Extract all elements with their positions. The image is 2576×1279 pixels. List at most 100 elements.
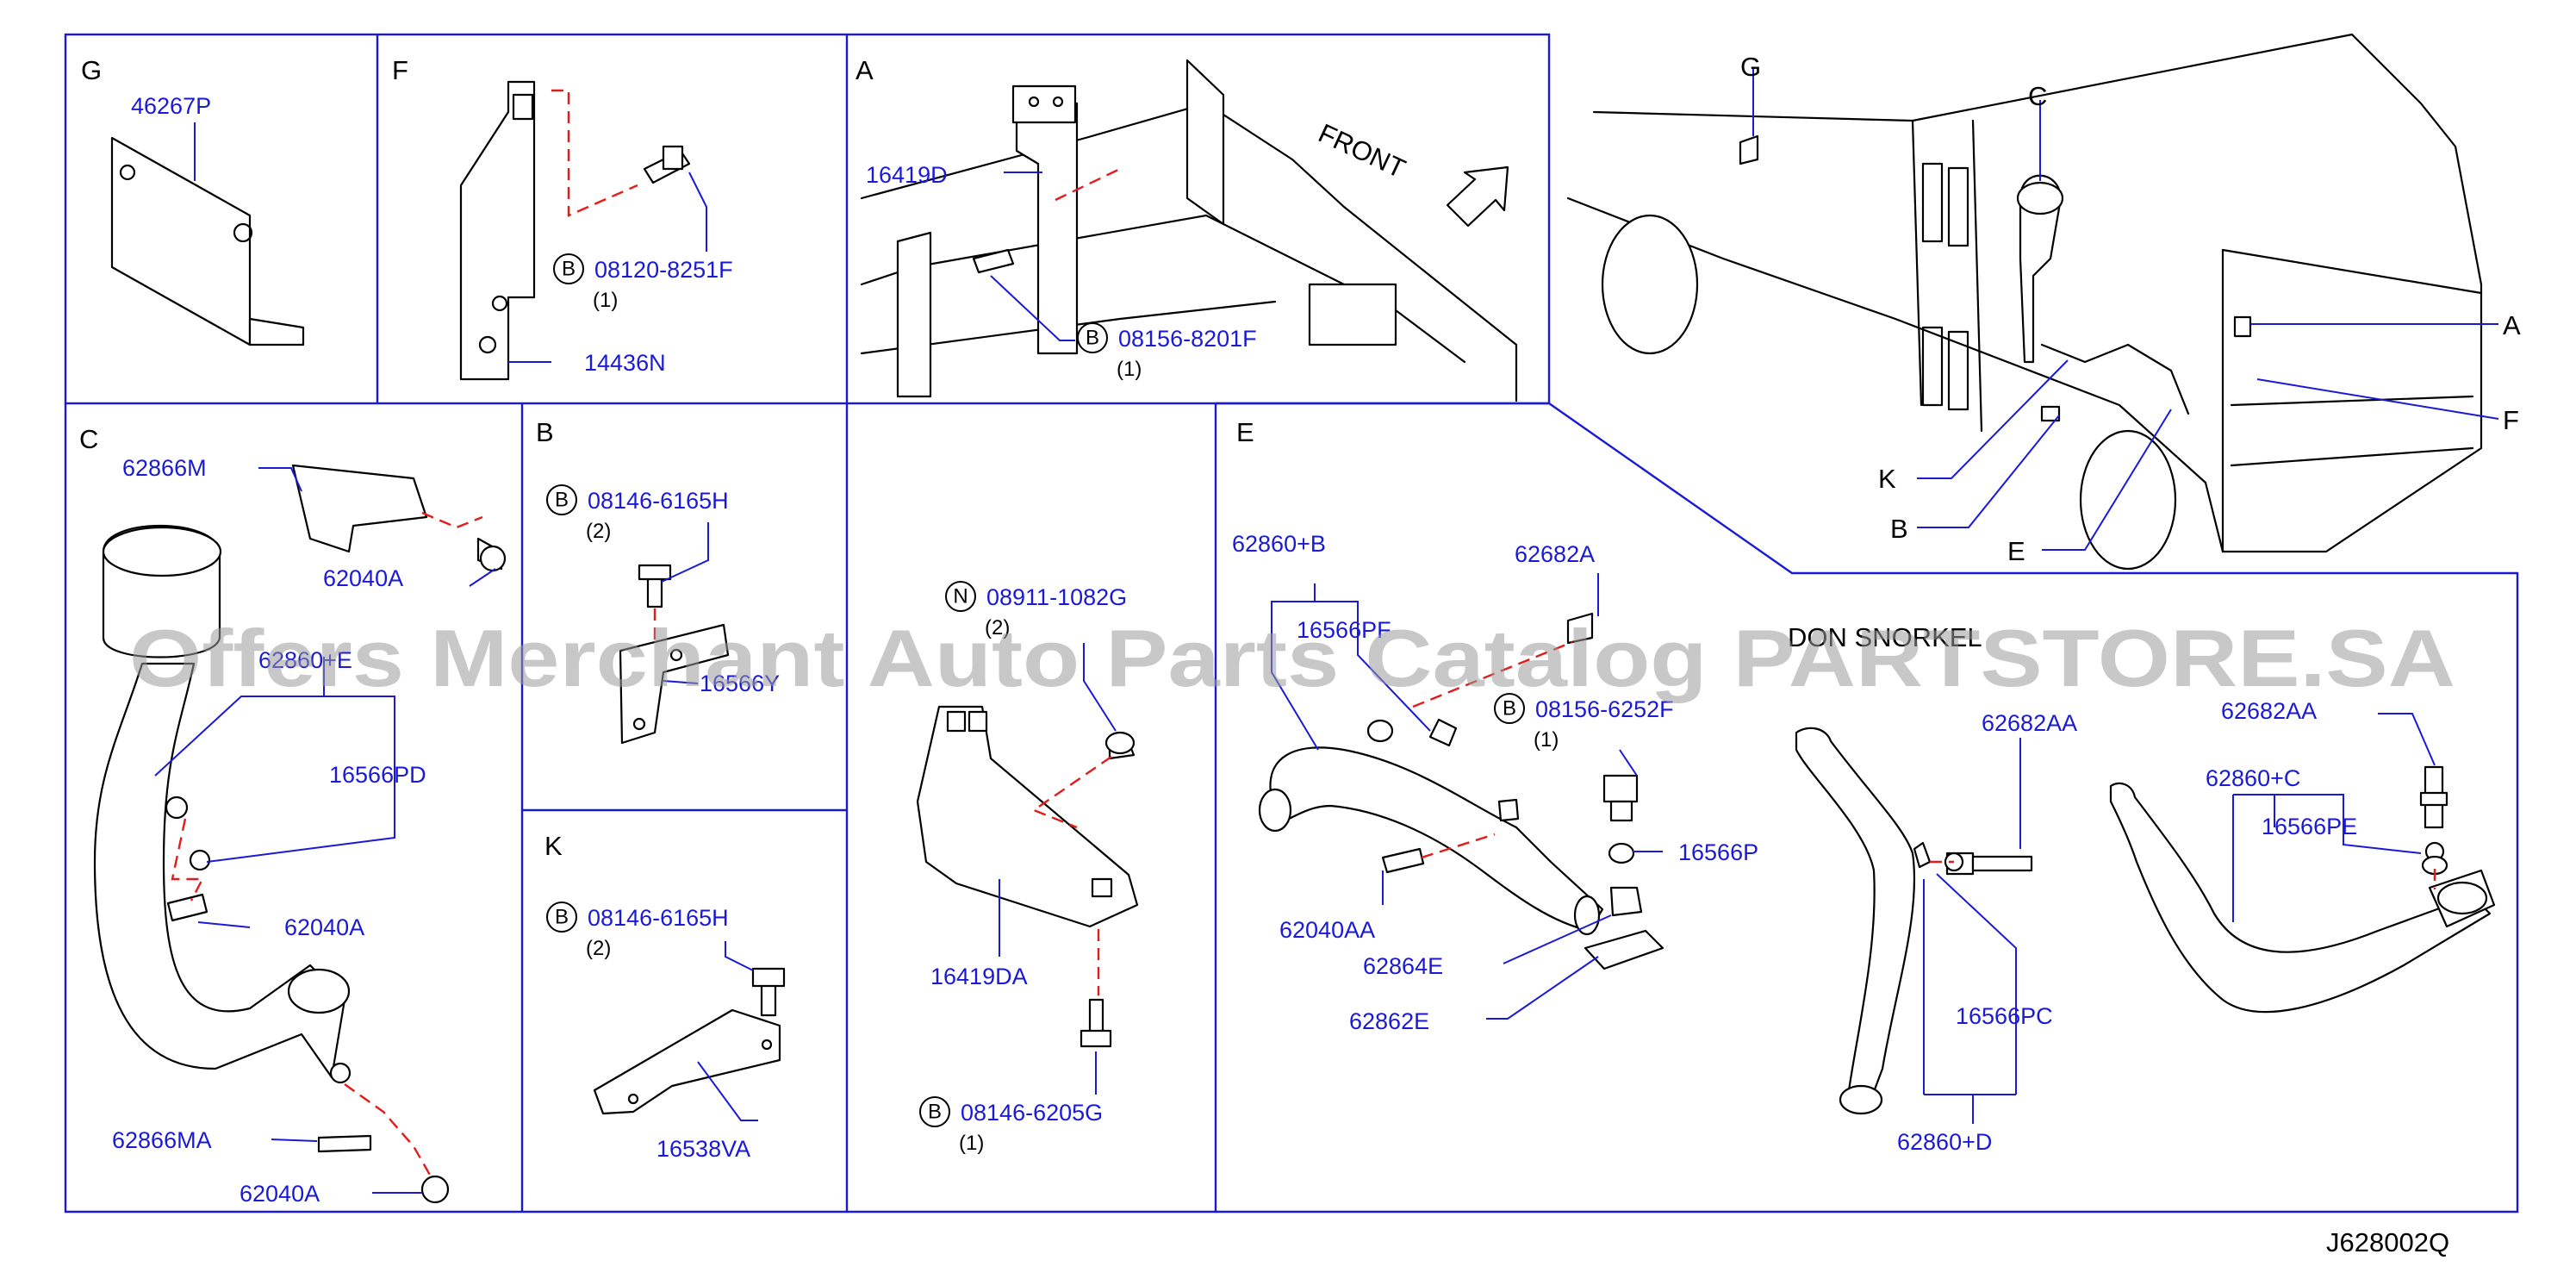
b-badge: B bbox=[1494, 693, 1525, 724]
part-62040A-label: 62040A bbox=[284, 914, 364, 940]
part-08156-6252F-label: 08156-6252F bbox=[1535, 696, 1674, 722]
snorkel-pipe-drawing bbox=[93, 662, 346, 1079]
part-08146-6165H-label: 08146-6165H bbox=[588, 488, 729, 514]
vehicle-callout-f: F bbox=[2503, 405, 2519, 435]
part-62682A-label: 62682A bbox=[1515, 541, 1595, 567]
snorkel-heading: DON SNORKEL bbox=[1788, 622, 1982, 652]
bolt-08146-6165H-drawing bbox=[760, 981, 777, 1017]
grommet-62864E-drawing bbox=[1609, 886, 1643, 917]
bracket-62866MA-drawing bbox=[317, 1134, 372, 1153]
part-16566PF-label: 16566PF bbox=[1297, 617, 1391, 643]
bracket-16419D-drawing bbox=[1015, 102, 1079, 355]
hose-62860D-drawing bbox=[1795, 727, 1916, 1105]
part-62864E-label: 62864E bbox=[1363, 953, 1443, 979]
vehicle-g-callout-drawing bbox=[1739, 134, 1759, 165]
part-62860E-label: 62860+E bbox=[258, 647, 352, 673]
svg-text:B: B bbox=[555, 906, 569, 929]
qty-label: (1) bbox=[593, 289, 618, 312]
section-g-label: G bbox=[81, 55, 102, 85]
part-08911-1082G-label: 08911-1082G bbox=[986, 584, 1127, 610]
section-c-label: C bbox=[79, 424, 98, 454]
qty-label: (1) bbox=[959, 1132, 984, 1155]
part-16538VA-label: 16538VA bbox=[656, 1136, 750, 1162]
vehicle-overview: G C A F K B E bbox=[1566, 33, 2521, 571]
hose-62860C-drawing bbox=[2109, 782, 2492, 1014]
vehicle-section-c-label: C bbox=[2028, 81, 2047, 111]
part-16566PD-label: 16566PD bbox=[329, 762, 426, 788]
bolt-08156-6252F-drawing bbox=[1602, 774, 1639, 803]
snorkel-vehicle-drawing bbox=[2019, 174, 2063, 364]
front-label: FRONT bbox=[1314, 118, 1410, 184]
part-62860D-label: 62860+D bbox=[1897, 1129, 1992, 1155]
bolt-62040AA-drawing bbox=[1381, 847, 1425, 874]
part-62860C-label: 62860+C bbox=[2206, 765, 2300, 791]
part-16566PE-label: 16566PE bbox=[2262, 814, 2357, 839]
bracket-16538VA-drawing bbox=[593, 1008, 781, 1115]
part-08146-6205G-label: 08146-6205G bbox=[961, 1100, 1103, 1126]
b-badge: B bbox=[1077, 322, 1108, 353]
qty-label: (1) bbox=[1534, 728, 1559, 752]
part-16419DA-label: 16419DA bbox=[930, 964, 1028, 989]
svg-text:B: B bbox=[928, 1101, 942, 1124]
panel-g: 46267P bbox=[110, 93, 305, 346]
bracket-62866M-drawing bbox=[291, 464, 428, 553]
panel-a: 16419D B 08156-8201F (1) FRONT bbox=[860, 59, 1518, 402]
bracket-16419DA-drawing bbox=[916, 705, 1139, 928]
vehicle-section-g-label: G bbox=[1740, 52, 1761, 82]
svg-text:N: N bbox=[953, 585, 968, 608]
vehicle-callout-b: B bbox=[1890, 514, 1908, 544]
part-08146-6165H-label: 08146-6165H bbox=[588, 905, 729, 931]
b-badge: B bbox=[919, 1096, 950, 1127]
svg-text:B: B bbox=[555, 489, 569, 512]
vehicle-callout-k: K bbox=[1878, 464, 1896, 494]
part-14436N-label: 14436N bbox=[584, 350, 666, 376]
qty-label: (2) bbox=[586, 520, 611, 543]
svg-text:B: B bbox=[1503, 697, 1516, 721]
bolt-08146-6165H-drawing bbox=[646, 574, 663, 608]
panel-f: B 08120-8251F (1) 14436N bbox=[459, 80, 733, 381]
qty-label: (2) bbox=[586, 937, 611, 960]
part-08120-8251F-label: 08120-8251F bbox=[594, 257, 733, 283]
vehicle-callout-a: A bbox=[2503, 310, 2521, 340]
panel-center-bracket: N 08911-1082G (2) 16419DA B 08146-6205G … bbox=[916, 581, 1139, 1155]
svg-text:B: B bbox=[1086, 327, 1099, 350]
bracket-14436N-drawing bbox=[459, 80, 536, 381]
vehicle-body-drawing bbox=[1592, 33, 2483, 553]
part-62040A-label: 62040A bbox=[240, 1181, 320, 1207]
panel-e: 62860+B 16566PF 62682A B 08156-6252F (1)… bbox=[1232, 531, 1758, 1034]
section-e-label: E bbox=[1236, 417, 1254, 447]
part-46267P-label: 46267P bbox=[131, 93, 211, 119]
panel-c: 62866M 62040A 62860+E 16566PD 62040A 628… bbox=[93, 455, 507, 1207]
bolt-08146-6205G-drawing bbox=[1088, 998, 1104, 1036]
part-62866MA-label: 62866MA bbox=[112, 1127, 212, 1153]
top-panels-frame bbox=[64, 33, 1551, 405]
bolt-08156-8201F-drawing bbox=[972, 248, 1015, 274]
svg-text:B: B bbox=[562, 258, 576, 281]
part-62682AA-label: 62682AA bbox=[1982, 710, 2077, 736]
section-k-label: K bbox=[544, 831, 563, 861]
part-16566P-label: 16566P bbox=[1678, 839, 1758, 865]
part-62862E-label: 62862E bbox=[1349, 1008, 1429, 1034]
section-f-label: F bbox=[392, 55, 408, 85]
panel-b: B 08146-6165H (2) 16566Y bbox=[546, 484, 780, 745]
panel-frames bbox=[64, 33, 2519, 1213]
part-08156-8201F-label: 08156-8201F bbox=[1118, 326, 1257, 352]
part-16419D-label: 16419D bbox=[866, 162, 948, 188]
qty-label: (1) bbox=[1117, 358, 1142, 381]
b-badge: B bbox=[546, 484, 577, 515]
front-arrow-icon bbox=[1446, 165, 1509, 228]
panel-k: B 08146-6165H (2) 16538VA bbox=[546, 902, 786, 1162]
part-16566Y-label: 16566Y bbox=[700, 671, 780, 696]
bolt-62682A-drawing bbox=[1566, 612, 1594, 645]
part-62682AA-label: 62682AA bbox=[2221, 698, 2317, 724]
part-62040A-label: 62040A bbox=[323, 565, 403, 591]
frame-rail-drawing bbox=[860, 102, 1518, 402]
b-badge: B bbox=[546, 902, 577, 933]
n-badge: N bbox=[945, 581, 976, 612]
section-a-label: A bbox=[856, 55, 874, 85]
watermark-text: Offers Merchant Auto Parts Catalog PARTS… bbox=[129, 613, 2455, 703]
part-62866M-label: 62866M bbox=[122, 455, 207, 481]
section-b-label: B bbox=[536, 417, 554, 447]
hose-62860B-drawing bbox=[1269, 746, 1604, 933]
